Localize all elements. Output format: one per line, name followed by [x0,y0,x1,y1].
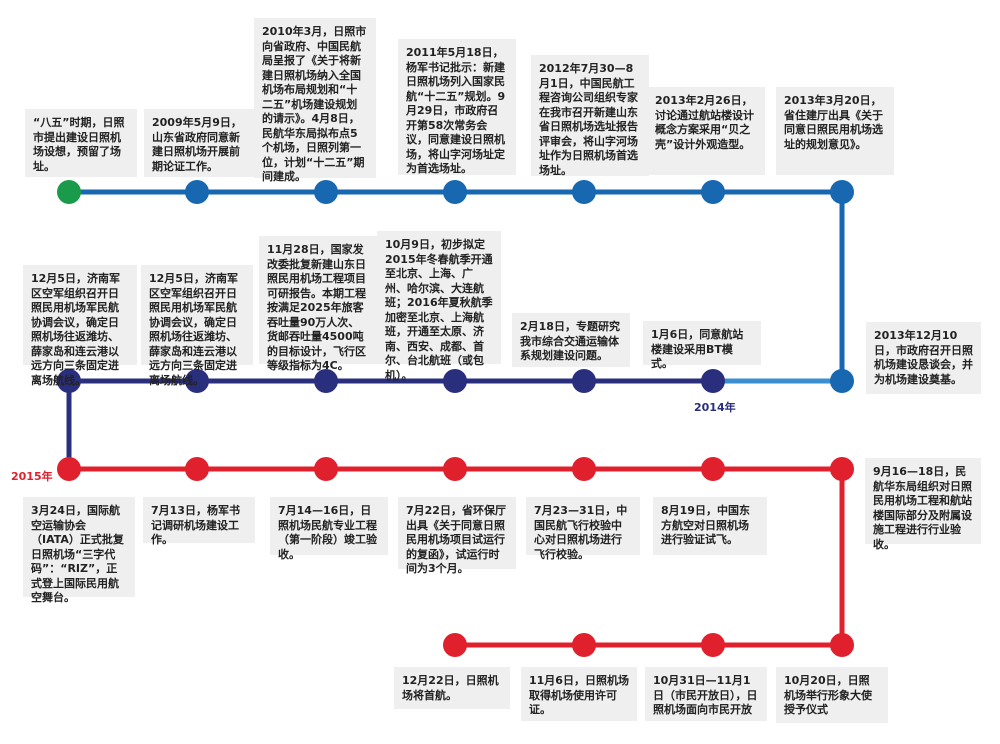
timeline-node-row4-2 [572,633,596,657]
timeline-node-row2-1 [57,369,81,393]
event-card: 12月22日，日照机场将首航。 [394,667,510,709]
timeline-node-row4-3 [701,633,725,657]
event-card: 7月14—16日，日照机场民航专业工程（第一阶段）竣工验收。 [270,497,388,561]
event-card: 12月5日，济南军区空军组织召开日照民用机场军民航协调会议，确定日照机场往返潍坊… [23,265,137,387]
timeline-node-row2-5 [572,369,596,393]
event-card: 1月6日，同意航站楼建设采用BT模式。 [643,321,761,370]
event-card: 8月19日，中国东方航空对日照机场进行验证试飞。 [653,497,767,555]
timeline-node-row1-3 [314,180,338,204]
timeline-node-row3-7 [830,457,854,481]
timeline-node-row1-6 [701,180,725,204]
timeline-node-row2-2 [185,369,209,393]
timeline-node-row2-6 [701,369,725,393]
event-card: “八五”时期，日照市提出建设日照机场设想，预留了场址。 [25,109,137,177]
timeline-node-row3-4 [443,457,467,481]
event-card: 11月28日，国家发改委批复新建山东日照民用机场工程项目可研报告。本期工程按满足… [259,236,377,372]
timeline-node-row4-4 [830,633,854,657]
timeline-node-row3-5 [572,457,596,481]
timeline-node-row1-7 [830,180,854,204]
event-card: 2月18日，专题研究我市综合交通运输体系规划建设问题。 [512,313,630,367]
event-card: 2011年5月18日，杨军书记批示：新建日照机场列入国家民航“十二五”规划。9月… [398,39,516,175]
timeline-node-row1-1 [57,180,81,204]
event-card: 10月9日，初步拟定2015年冬春航季开通至北京、上海、广州、哈尔滨、大连航班；… [377,231,501,382]
timeline-node-row3-6 [701,457,725,481]
event-card: 2013年2月26日，讨论通过航站楼设计概念方案采用“贝之壳”设计外观造型。 [647,87,765,175]
event-card: 7月22日，省环保厅出具《关于同意日照民用机场项目试运行的复函》，试运行时间为3… [398,497,516,575]
event-card: 10月20日，日照机场举行形象大使授予仪式 [776,667,888,723]
event-card: 11月6日，日照机场取得机场使用许可证。 [521,667,637,721]
event-card: 2012年7月30—8月1日，中国民航工程咨询公司组织专家在我市召开新建山东省日… [531,55,649,177]
timeline-node-row4-1 [443,633,467,657]
event-card: 2013年3月20日，省住建厅出具《关于同意日照民用机场选址的规划意见》。 [776,87,894,175]
timeline-node-row1-5 [572,180,596,204]
event-card: 12月5日，济南军区空军组织召开日照民用机场军民航协调会议，确定日照机场往返潍坊… [141,265,253,387]
timeline-node-row2-3 [314,369,338,393]
event-card: 3月24日，国际航空运输协会（IATA）正式批复日照机场“三字代码”：“RIZ”… [23,497,135,604]
year-label-2015: 2015年 [11,470,53,483]
timeline-node-row3-2 [185,457,209,481]
event-card: 7月13日，杨军书记调研机场建设工作。 [143,497,255,546]
timeline-node-row2-4 [443,369,467,393]
timeline-node-row3-3 [314,457,338,481]
timeline-node-row1-4 [443,180,467,204]
event-card: 10月31日—11月1日（市民开放日），日照机场面向市民开放 [645,667,767,721]
timeline-node-row2-7 [830,369,854,393]
event-card: 2009年5月9日，山东省政府同意新建日照机场开展前期论证工作。 [144,109,256,177]
year-label-2014: 2014年 [694,401,736,414]
event-card: 2013年12月10日，市政府召开日照机场建设恳谈会，并为机场建设奠基。 [866,322,981,394]
timeline-node-row1-2 [185,180,209,204]
event-card: 2010年3月，日照市向省政府、中国民航局呈报了《关于将新建日照机场纳入全国机场… [254,18,376,183]
event-card: 9月16—18日，民航华东局组织对日照民用机场工程和航站楼国际部分及附属设施工程… [865,458,981,551]
event-card: 7月23—31日，中国民航飞行校验中心对日照机场进行飞行校验。 [526,497,640,561]
timeline-node-row3-1 [57,457,81,481]
